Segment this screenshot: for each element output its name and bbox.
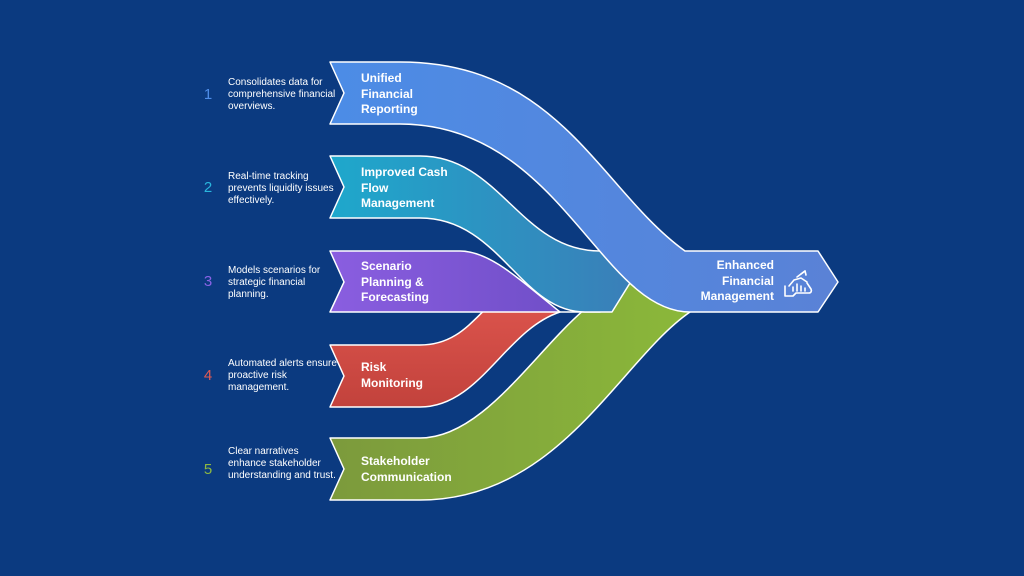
item-description-3: Models scenarios for strategic financial…	[228, 265, 321, 300]
hand-chart-icon	[784, 270, 813, 297]
item-description-4: Automated alerts ensure proactive risk m…	[228, 358, 337, 393]
item-description-5: Clear narratives enhance stakeholder und…	[228, 446, 336, 481]
item-number-5: 5	[203, 461, 213, 478]
item-number-2: 2	[203, 179, 213, 196]
item-title-5: Stakeholder Communication	[361, 454, 452, 484]
item-title-3: Scenario Planning & Forecasting	[361, 259, 430, 304]
item-description-2: Real-time tracking prevents liquidity is…	[228, 171, 334, 206]
flow-band-1	[329, 61, 839, 313]
item-number-1: 1	[203, 86, 213, 103]
item-title-4: Risk Monitoring	[361, 360, 423, 390]
item-description-1: Consolidates data for comprehensive fina…	[228, 77, 336, 112]
target-title: Enhanced Financial Management	[700, 258, 774, 303]
item-title-2: Improved Cash Flow Management	[361, 165, 448, 210]
item-number-3: 3	[203, 273, 213, 290]
item-title-1: Unified Financial Reporting	[361, 71, 418, 116]
flow-band-2	[329, 155, 631, 313]
flow-band-5	[329, 282, 691, 501]
item-number-4: 4	[203, 367, 213, 384]
flow-band-4	[329, 284, 561, 408]
